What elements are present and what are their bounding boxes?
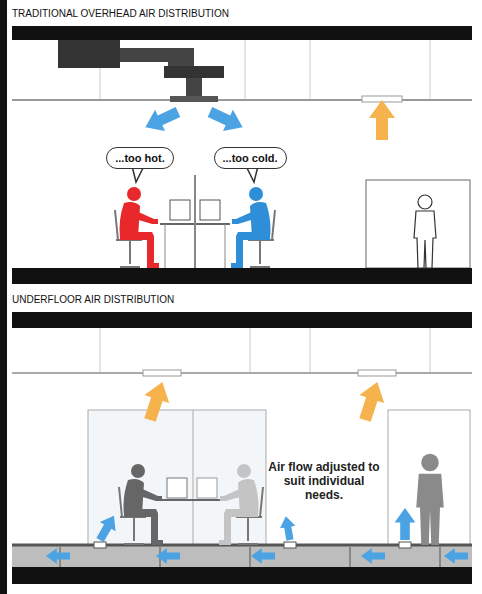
underfloor-figures-part <box>124 464 164 545</box>
underfloor-room-part-part <box>310 328 311 373</box>
underfloor-airflow-part <box>278 515 298 541</box>
overhead-airflow-part <box>140 101 183 137</box>
overhead-figures-part <box>120 187 160 268</box>
underfloor-room-part <box>88 410 266 545</box>
underfloor-room-part <box>143 370 181 376</box>
underfloor-room-part <box>193 410 194 545</box>
underfloor-room-part-part <box>349 547 351 567</box>
underfloor-room-part <box>100 328 430 373</box>
underfloor-room-part <box>12 312 472 328</box>
panel-heading: TRADITIONAL OVERHEAD AIR DISTRIBUTION <box>12 8 229 19</box>
underfloor-room-part-part <box>250 328 251 373</box>
overhead-room-part <box>194 175 196 268</box>
panel-heading: UNDERFLOOR AIR DISTRIBUTION <box>12 294 174 305</box>
overhead-room-part <box>366 180 470 268</box>
diagram-panel: TRADITIONAL OVERHEAD AIR DISTRIBUTION...… <box>12 4 472 286</box>
diagram-panel: UNDERFLOOR AIR DISTRIBUTION <box>12 290 472 584</box>
overhead-room-part <box>170 96 218 102</box>
speech-text: ...too cold. <box>223 152 278 164</box>
underfloor-room <box>12 312 472 584</box>
overhead-room-part <box>170 200 190 220</box>
underfloor-room-part <box>60 547 440 567</box>
overhead-airflow <box>140 100 395 140</box>
underfloor-airflow-part <box>138 378 175 424</box>
overhead-room-part <box>12 268 472 284</box>
underfloor-room-part <box>197 478 217 498</box>
underfloor-airflow-part <box>92 511 122 544</box>
overhead-room-part <box>225 224 226 268</box>
underfloor-room-part <box>358 370 396 376</box>
speech-bubble: ...too cold. <box>214 147 287 169</box>
overhead-room-part <box>164 66 224 78</box>
underfloor-room-part-part <box>439 547 441 567</box>
overhead-room-part <box>200 200 220 220</box>
annotation-text: Air flow adjusted to suit individual nee… <box>268 460 380 502</box>
underfloor-room-part <box>284 542 296 548</box>
underfloor-room-part <box>388 410 470 545</box>
underfloor-airflow-part <box>46 548 70 564</box>
overhead-room-part <box>100 40 430 100</box>
underfloor-airflow-part <box>353 378 390 424</box>
underfloor-figures <box>119 454 444 545</box>
overhead-airflow-part <box>369 100 395 140</box>
overhead-figures-part <box>231 187 271 268</box>
overhead-room-part-part <box>430 40 431 100</box>
overhead-room-part <box>165 224 166 268</box>
underfloor-room-part-part <box>430 328 431 373</box>
overhead-room-part <box>186 78 202 96</box>
underfloor-room-part <box>12 372 472 374</box>
underfloor-room-part <box>167 478 187 498</box>
overhead-airflow-part <box>205 101 248 137</box>
underfloor-airflow-part <box>395 508 416 540</box>
overhead-room-part <box>58 40 120 68</box>
overhead-room-part-part <box>310 40 311 100</box>
underfloor-room-part-part <box>249 547 251 567</box>
overhead-room-part-part <box>245 40 246 100</box>
underfloor-airflow-part <box>251 548 275 564</box>
underfloor-figures-part <box>219 464 259 545</box>
underfloor-room-part <box>94 542 106 548</box>
speech-text: ...too hot. <box>115 152 164 164</box>
underfloor-figures-part <box>416 454 444 545</box>
speech-bubble: ...too hot. <box>106 147 174 169</box>
underfloor-room-part <box>157 499 225 501</box>
underfloor-room-part-part <box>100 328 101 373</box>
overhead-room-part <box>12 99 472 101</box>
underfloor-airflow <box>46 378 468 564</box>
overhead-figures <box>115 187 436 268</box>
underfloor-room-part <box>12 567 472 584</box>
underfloor-airflow-part <box>444 548 468 564</box>
underfloor-room-part <box>399 542 411 548</box>
overhead-room-part <box>12 26 472 40</box>
underfloor-airflow-part <box>361 548 385 564</box>
page-border <box>0 0 7 594</box>
underfloor-airflow-part <box>156 548 180 564</box>
overhead-room <box>12 26 472 284</box>
overhead-figures-part <box>414 195 436 268</box>
